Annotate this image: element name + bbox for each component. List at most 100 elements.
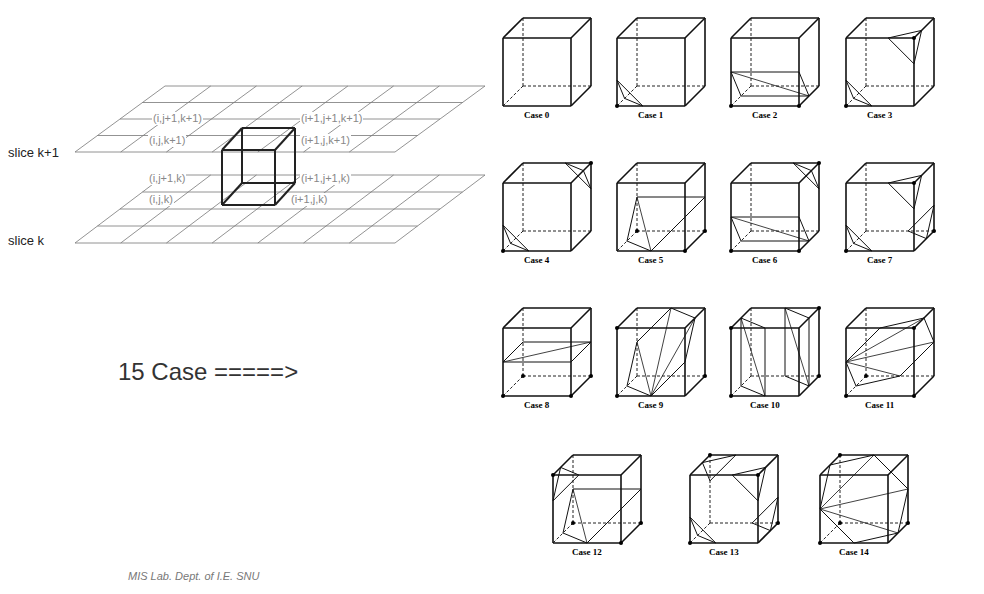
cube-edge: [798, 328, 800, 396]
cube-edge: [846, 18, 866, 38]
hidden-edge: [751, 18, 752, 86]
vertex-dot: [729, 249, 733, 253]
cube-edge: [846, 182, 914, 184]
cube-edge: [570, 38, 572, 106]
vertex-dot: [521, 374, 525, 378]
case-caption: Case 3: [867, 110, 892, 120]
cube-edge: [866, 17, 934, 19]
isosurface-polygon: [846, 318, 934, 386]
isosurface-polygon: [846, 225, 872, 251]
vertex-dot: [844, 394, 848, 398]
isosurface-polygon: [731, 72, 809, 96]
isosurface-polygon: [785, 308, 809, 386]
vertex-dot: [615, 326, 619, 330]
cube-edge: [777, 455, 779, 523]
vertex-dot: [615, 104, 619, 108]
grid-line: [165, 86, 485, 87]
cube-edge: [684, 38, 686, 106]
triangle-edge: [820, 489, 908, 509]
case-caption: Case 14: [839, 547, 869, 557]
hidden-edge: [710, 523, 778, 524]
cube-edge: [637, 17, 705, 19]
cube-edge: [757, 475, 759, 543]
isosurface-polygon: [731, 217, 809, 241]
isosurface-polygon: [888, 30, 921, 63]
cube-edge: [730, 328, 732, 396]
vertex-coordinate: (i+1,j,k+1): [300, 134, 351, 147]
isosurface-polygon: [627, 308, 695, 396]
vertex-coordinate: (i+1,j,k): [290, 193, 328, 206]
cube-edge: [758, 523, 778, 543]
hidden-edge: [617, 86, 637, 106]
case-caption: Case 8: [524, 400, 549, 410]
hidden-edge: [866, 163, 867, 231]
vertex-dot: [501, 394, 505, 398]
isosurface-polygon: [741, 318, 765, 396]
cube-edge: [818, 18, 820, 86]
triangle-edge: [741, 318, 765, 396]
isosurface-polygon: [627, 197, 705, 251]
cube-edge: [242, 127, 295, 129]
cube-edge: [731, 37, 799, 39]
isosurface-polygon: [846, 80, 872, 106]
cube-edge: [690, 474, 758, 476]
cube-edge: [731, 18, 751, 38]
cube-edge: [818, 163, 820, 231]
vertex-dot: [708, 453, 712, 457]
cube-edge: [553, 455, 573, 475]
cube-edge: [731, 163, 751, 183]
case-caption: Case 2: [752, 110, 777, 120]
hidden-edge: [523, 18, 524, 86]
cube-edge: [751, 162, 819, 164]
vertex-dot: [589, 161, 593, 165]
cube-edge: [731, 105, 799, 107]
vertex-dot: [729, 326, 733, 330]
cube-edge: [590, 163, 592, 231]
vertex-dot: [688, 541, 692, 545]
cube-edge: [571, 86, 591, 106]
triangle-edge: [846, 318, 924, 362]
vertex-coordinate: (i,j+1,k): [148, 172, 186, 185]
vertex-coordinate: (i+1,j+1,k+1): [300, 112, 363, 125]
cube-edge: [621, 455, 641, 475]
cube-edge: [845, 38, 847, 106]
cube-edge: [617, 18, 637, 38]
vertex-dot: [932, 229, 936, 233]
cube-edge: [887, 475, 889, 543]
case-caption: Case 7: [867, 255, 892, 265]
cube-edge: [685, 376, 705, 396]
cube-edge: [222, 183, 242, 205]
triangle-edge: [820, 455, 874, 509]
isosurface-polygon: [503, 342, 591, 362]
vertex-dot: [912, 181, 916, 185]
cube-edge: [503, 250, 571, 252]
cube-edge: [866, 162, 934, 164]
cube-edge: [222, 149, 275, 151]
grid-line: [98, 226, 418, 227]
hidden-edge: [751, 308, 752, 376]
triangle-edge: [731, 72, 809, 96]
cube-edge: [294, 128, 296, 183]
vertex-dot: [639, 521, 643, 525]
vertex-dot: [912, 36, 916, 40]
cube-edge: [553, 474, 621, 476]
vertex-dot: [571, 521, 575, 525]
cube-edge: [704, 308, 706, 376]
hidden-edge: [751, 163, 752, 231]
cube-edge: [616, 38, 618, 106]
cube-edge: [274, 150, 276, 205]
cube-edge: [503, 18, 523, 38]
cube-edge: [503, 163, 523, 183]
isosurface-polygon: [553, 467, 579, 500]
hidden-edge: [523, 163, 524, 231]
case-caption: Case 5: [638, 255, 663, 265]
grid-line: [120, 209, 440, 210]
isosurface-polygon: [565, 163, 591, 189]
hidden-edge: [503, 86, 523, 106]
vertex-dot: [844, 104, 848, 108]
cube-edge: [758, 455, 778, 475]
hidden-edge: [866, 231, 934, 232]
hidden-edge: [866, 86, 934, 87]
cube-edge: [590, 18, 592, 86]
